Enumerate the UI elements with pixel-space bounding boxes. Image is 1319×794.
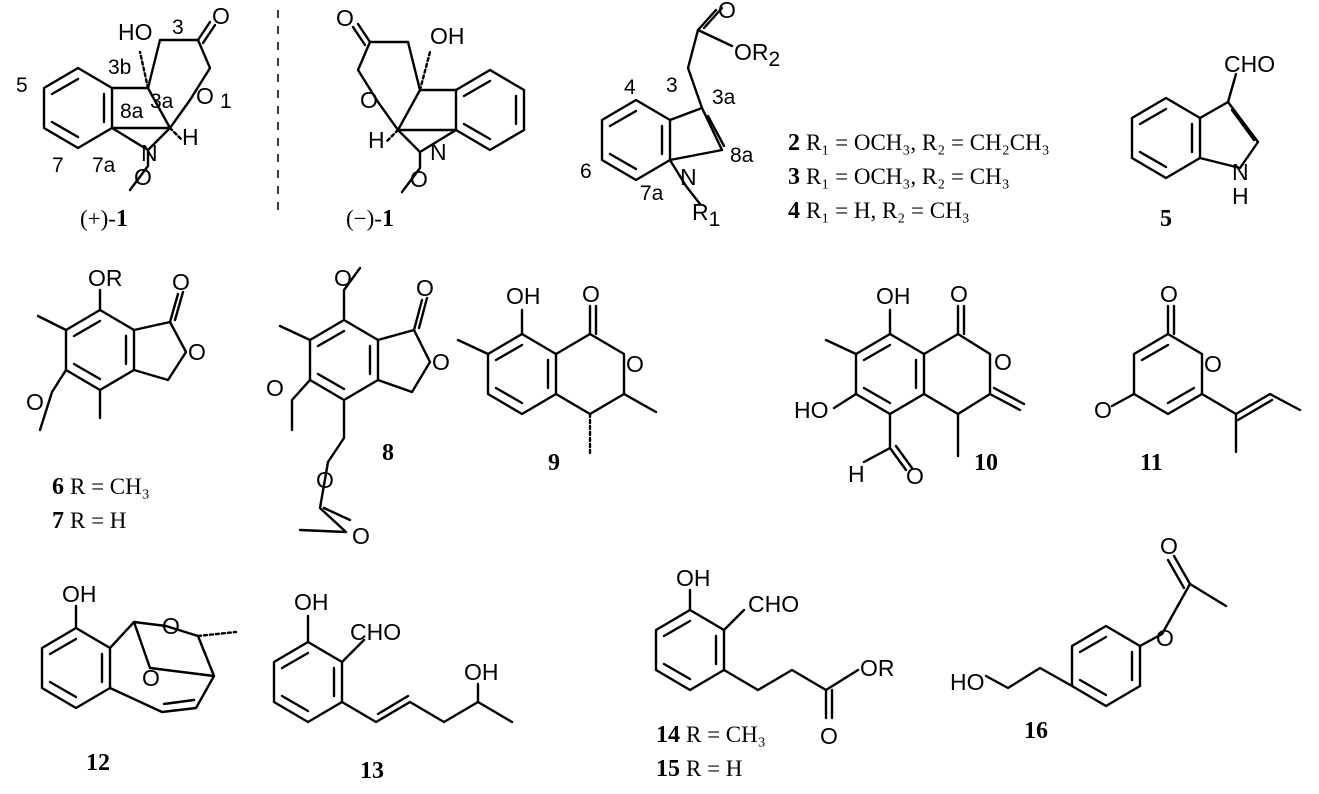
atom-o-ring: O <box>360 87 378 113</box>
atom-n: N <box>1232 159 1249 185</box>
atom-o-carbonyl: O <box>582 281 600 307</box>
num-5: 5 <box>16 74 28 97</box>
num-3b: 3b <box>108 56 131 79</box>
atom-o: O <box>718 0 736 23</box>
atom-oh: OH <box>62 581 97 607</box>
label-minus-1: (−)-1 <box>346 206 394 232</box>
atom-o-bridge-2: O <box>142 665 160 691</box>
compound-9: OH O O 9 <box>456 281 658 476</box>
atom-o-ring: O <box>196 83 214 109</box>
label-plus-1: (+)-1 <box>80 206 128 232</box>
atom-or: OR <box>860 655 895 681</box>
label-10: 10 <box>974 450 998 476</box>
atom-o-carbonyl: O <box>1160 281 1178 307</box>
atom-o-ester: O <box>1156 625 1174 651</box>
atom-o-ring: O <box>626 351 644 377</box>
atom-h: H <box>848 461 865 487</box>
atom-n: N <box>680 164 697 190</box>
num-8a: 8a <box>120 100 144 123</box>
atom-n: N <box>430 139 447 165</box>
atom-o-ring: O <box>1204 351 1222 377</box>
atom-h: H <box>368 127 385 153</box>
atom-o-carbonyl: O <box>416 275 434 301</box>
label-12: 12 <box>86 750 110 776</box>
atom-n: N <box>141 140 158 166</box>
atom-o-carbonyl: O <box>336 5 354 31</box>
atom-oh: OH <box>876 283 911 309</box>
atom-oh: OH <box>676 565 711 591</box>
atom-o-methoxy: O <box>334 265 352 291</box>
atom-h: H <box>1232 183 1249 209</box>
atom-o-acetyl: O <box>352 523 370 549</box>
atom-o-methoxy: O <box>410 166 428 192</box>
num-3: 3 <box>666 74 678 97</box>
atom-oh: OH <box>294 589 329 615</box>
compound-12: OH O O 12 <box>40 581 238 776</box>
num-7a: 7a <box>92 154 116 177</box>
num-6: 6 <box>580 160 592 183</box>
num-3a: 3a <box>712 86 736 109</box>
compound-plus-1: HO O O N O H 3 3b 3a 8a 1 5 7 7a (+)-1 <box>16 3 232 232</box>
atom-ho: HO <box>950 669 985 695</box>
num-3a: 3a <box>150 90 174 113</box>
atom-o-ring: O <box>432 349 450 375</box>
atom-h: H <box>182 124 199 150</box>
num-7a: 7a <box>640 182 664 205</box>
atom-r1: R1 <box>692 199 720 231</box>
atom-o-methoxy-2: O <box>266 375 284 401</box>
atom-o-methoxy: O <box>26 389 44 415</box>
atom-o-ring: O <box>188 339 206 365</box>
atom-or: OR <box>88 265 123 291</box>
label-11: 11 <box>1140 450 1163 476</box>
atom-oh: OH <box>506 283 541 309</box>
atom-cho: CHO <box>748 591 799 617</box>
atom-cho: CHO <box>1224 51 1275 77</box>
compound-10: OH O O HO H O 10 <box>794 281 1026 489</box>
num-3: 3 <box>172 16 184 39</box>
atom-o-methoxy: O <box>134 164 152 190</box>
atom-o-bridge-1: O <box>162 613 180 639</box>
atom-oh: OH <box>430 23 465 49</box>
num-8a: 8a <box>730 144 754 167</box>
atom-or2: OR2 <box>734 39 780 71</box>
atom-cho: CHO <box>350 619 401 645</box>
atom-o-carbonyl: O <box>1160 533 1178 559</box>
label-16: 16 <box>1024 718 1048 744</box>
compound-11: O O O 11 <box>1094 281 1302 476</box>
compound-13: OH CHO OH 13 <box>272 589 514 784</box>
atom-o-ester: O <box>316 467 334 493</box>
atom-o-carbonyl: O <box>820 723 838 749</box>
atom-ho: HO <box>794 397 829 423</box>
atom-o-ring: O <box>994 349 1012 375</box>
compound-8: O O O O O O 8 <box>266 265 450 549</box>
compound-minus-1: OH O O N O H (−)-1 <box>336 5 526 232</box>
compound-5: CHO N H 5 <box>1130 51 1275 232</box>
label-8: 8 <box>382 440 394 466</box>
atom-o-aldehyde: O <box>906 463 924 489</box>
atom-o-carbonyl: O <box>212 3 230 29</box>
atom-o-methoxy: O <box>1094 397 1112 423</box>
atom-ho: HO <box>118 19 153 45</box>
atom-o-carbonyl: O <box>950 281 968 307</box>
compound-16: O O HO 16 <box>950 533 1228 744</box>
atom-oh-2: OH <box>464 659 499 685</box>
num-4: 4 <box>624 76 636 99</box>
label-9: 9 <box>548 450 560 476</box>
num-7: 7 <box>52 154 64 177</box>
atom-o-carbonyl: O <box>172 269 190 295</box>
label-13: 13 <box>360 758 384 784</box>
num-1: 1 <box>220 90 232 113</box>
label-5: 5 <box>1160 206 1172 232</box>
